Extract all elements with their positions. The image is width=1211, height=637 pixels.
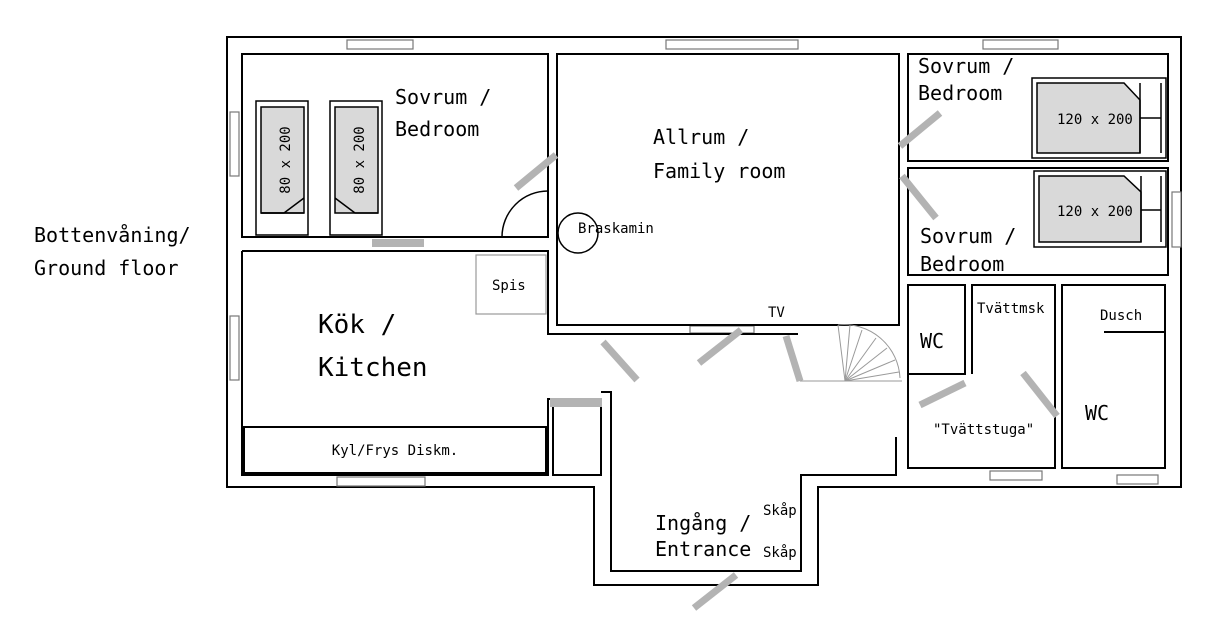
window [1116,474,1159,485]
room-label: Bedroom [395,117,479,141]
window [1171,191,1182,248]
bed-size-label: 80 x 200 [352,126,368,193]
bed-mattress [260,106,305,214]
room-label: Bedroom [920,252,1004,276]
room-label: Sovrum / [920,224,1016,248]
door-swing [782,334,804,383]
kitchen-walls [242,250,798,335]
door-swing [899,173,939,221]
staircase [800,324,902,382]
entrance-walls [601,391,897,572]
family-room-walls [556,53,900,326]
room-label: WC [920,329,944,353]
bed-mattress [334,106,379,214]
room-label: Kök / [318,310,396,340]
fireplace-label: Braskamin [578,221,654,237]
door-swing [897,110,943,149]
door-swing [918,379,967,409]
door-swing [696,327,744,366]
window [989,470,1043,481]
washing-machine-label: Tvättmsk [977,301,1045,317]
bed-size-label: 80 x 200 [278,126,294,193]
bed-size-label: 120 x 200 [1057,112,1133,128]
room-label: Sovrum / [918,54,1014,78]
door-opening [372,239,424,247]
window [229,111,240,177]
room-label: WC [1085,401,1109,425]
door-swing [1020,370,1060,419]
window [346,39,414,50]
laundry-walls [907,284,1056,469]
door-opening [550,398,602,407]
room-label: Ingång / [655,511,751,535]
room-label: Sovrum / [395,85,491,109]
floor-label: Bottenvåning/ [34,223,191,247]
room-label: "Tvättstuga" [933,422,1034,438]
wc-small-walls [907,284,966,375]
counter-label: Kyl/Frys Diskm. [332,443,458,459]
room-label: Bedroom [918,81,1002,105]
window [689,325,755,334]
shower-label: Dusch [1100,308,1142,324]
closet-label: Skåp [763,502,797,519]
outer-wall [226,36,1182,586]
bed-size-label: 120 x 200 [1057,204,1133,220]
bedroom-mid-right-walls [907,167,1169,276]
stove [475,254,547,315]
window [336,476,426,487]
door-swing [691,572,739,611]
door-swing [513,152,559,191]
tv-label: TV [768,305,785,321]
stove-label: Spis [492,278,526,294]
bedroom-left-walls [241,53,549,238]
fridge-dishwasher-counter [243,426,547,474]
window [229,315,240,381]
room-label: Allrum / [653,125,749,149]
bedroom-top-right-walls [907,53,1169,162]
door-swing [600,339,640,383]
room-label: Kitchen [318,353,428,383]
room-label: Entrance [655,537,751,561]
wc-large-walls [1061,284,1166,469]
room-label: Family room [653,159,785,183]
window [665,39,799,50]
fireplace [557,212,599,254]
window [982,39,1059,50]
closet-label: Skåp [763,544,797,561]
floor-label: Ground floor [34,256,179,280]
